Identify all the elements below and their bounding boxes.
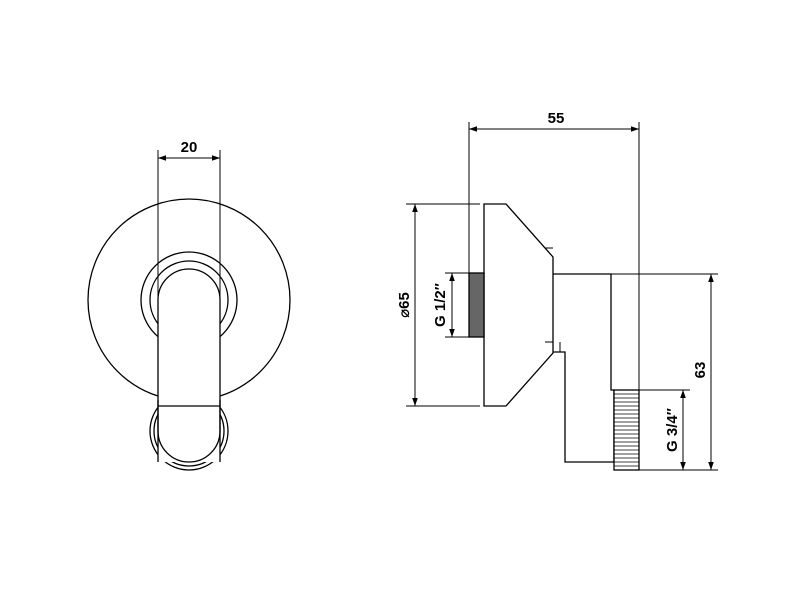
front-view: 20 bbox=[87, 139, 291, 471]
side-view: 55 ⌀65 G 1/2″ G 3/4″ 63 bbox=[396, 110, 718, 471]
dim-63-label: 63 bbox=[692, 362, 709, 379]
flange-body bbox=[483, 203, 554, 407]
inlet-thread bbox=[468, 272, 485, 338]
dim-55-label: 55 bbox=[548, 110, 565, 127]
outlet-thread bbox=[613, 389, 640, 471]
dim-g12-label: G 1/2″ bbox=[432, 283, 449, 327]
outlet-inner-opening bbox=[157, 400, 221, 463]
elbow-pipe-outline bbox=[553, 273, 615, 463]
pipe-body bbox=[157, 268, 221, 462]
dim-g34-label: G 3/4″ bbox=[664, 408, 681, 452]
dim-20-label: 20 bbox=[181, 139, 198, 156]
dim-65-label: ⌀65 bbox=[396, 292, 413, 318]
